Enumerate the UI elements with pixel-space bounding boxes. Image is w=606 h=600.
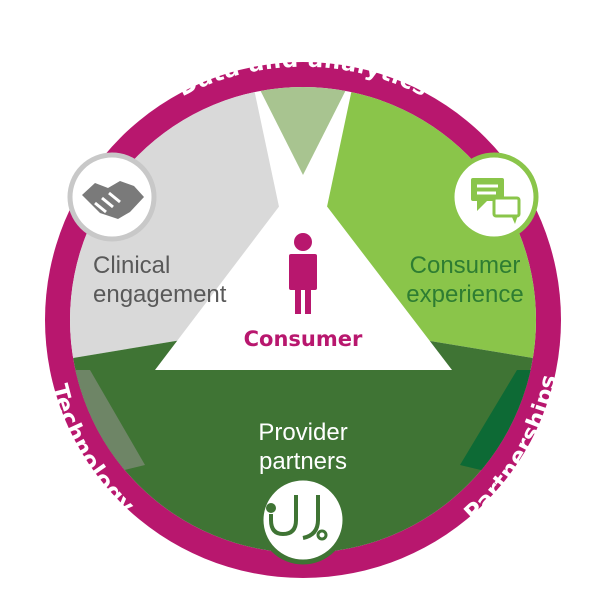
consumer-experience-label-line2: experience xyxy=(406,281,523,308)
stethoscope-icon xyxy=(258,475,348,565)
clinical-label-line2: engagement xyxy=(93,281,227,308)
segment-overlap-top xyxy=(250,87,356,175)
provider-label-line2: partners xyxy=(259,448,347,475)
clinical-label-line1: Clinical xyxy=(93,252,170,279)
chat-bubbles-icon xyxy=(449,152,539,242)
person-icon xyxy=(289,233,317,314)
consumer-experience-label-line1: Consumer xyxy=(410,252,521,279)
provider-label-line1: Provider xyxy=(258,419,347,446)
center-label: Consumer xyxy=(244,327,363,351)
handshake-icon xyxy=(67,152,157,242)
